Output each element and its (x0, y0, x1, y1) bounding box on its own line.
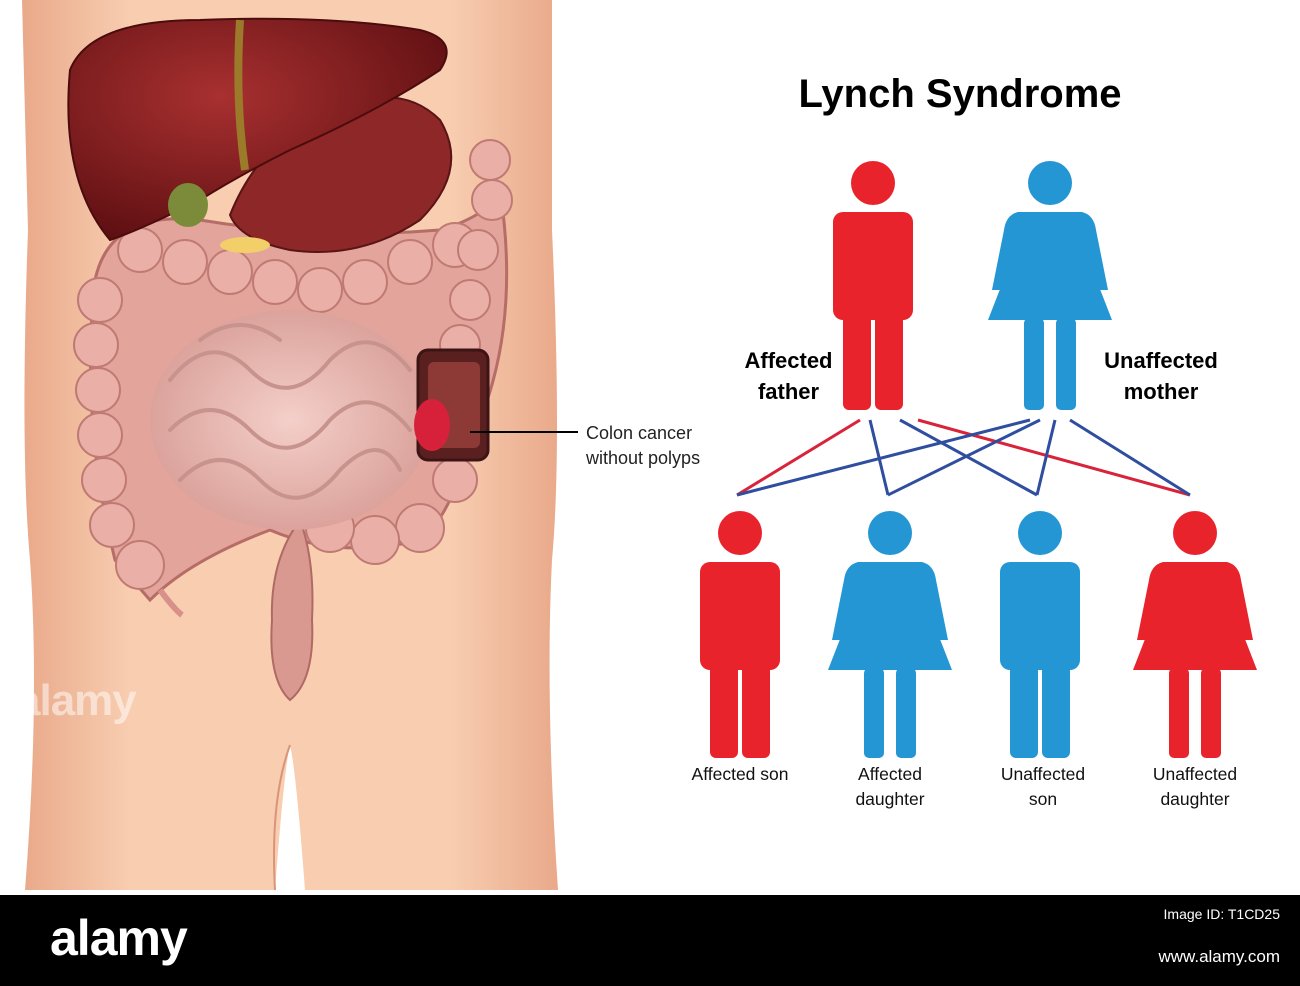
child-label-line1: Affected son (691, 764, 789, 784)
child-label-line1: Unaffected (1152, 764, 1238, 784)
callout-line1: Colon cancer (586, 423, 693, 443)
father-to-unaffected-daughter-line (917, 418, 1191, 497)
child-label-line2: daughter (1160, 789, 1230, 809)
callout-line2: without polyps (586, 448, 701, 468)
unaffected-mother-label: Unaffected mother (1080, 345, 1242, 407)
colon-cancer-callout: Colon cancer without polyps (586, 421, 700, 471)
mother-to-unaffected-daughter-line (1069, 418, 1191, 497)
ligament (234, 19, 249, 171)
diagram-title: Lynch Syndrome (798, 72, 1122, 116)
father-label-line2: father (757, 379, 820, 404)
affected-father-label: Affected father (716, 345, 861, 407)
unaffected-mother-figure (988, 161, 1112, 410)
child-label-line1: Affected (858, 764, 922, 784)
colon-cancer-cutaway (414, 348, 578, 462)
appendix (157, 588, 184, 618)
small-intestine (150, 310, 430, 530)
child-label-line2: daughter (855, 789, 925, 809)
mother-to-daughter-line (887, 418, 1041, 497)
affected-daughter-figure (828, 511, 952, 758)
tumor (414, 399, 450, 451)
father-to-son-line (736, 418, 861, 497)
mother-label-line2: mother (1123, 379, 1199, 404)
rectum (270, 517, 314, 702)
unaffected-daughter-label: Unaffected daughter (1120, 762, 1270, 812)
child-label-line2: son (1028, 789, 1058, 809)
affected-son-figure (700, 511, 780, 758)
liver (67, 17, 448, 242)
lynch-syndrome-illustration (22, 0, 1257, 891)
watermark: alamy (16, 676, 137, 725)
inheritance-lines (736, 418, 1191, 497)
gallbladder (168, 183, 208, 227)
footer-url[interactable]: www.alamy.com (1158, 947, 1280, 966)
mother-to-son-line (736, 418, 1031, 497)
image-id: Image ID: T1CD25 (1163, 906, 1280, 922)
affected-father-figure (833, 161, 913, 410)
mother-label-line1: Unaffected (1104, 348, 1218, 373)
pancreas (220, 237, 270, 253)
footer-logo[interactable]: alamy (50, 910, 188, 966)
affected-son-label: Affected son (665, 762, 815, 787)
mother-to-unaffected-son-line (1035, 419, 1057, 496)
father-label-line1: Affected (744, 348, 833, 373)
unaffected-son-label: Unaffected son (968, 762, 1118, 812)
child-label-line1: Unaffected (1000, 764, 1086, 784)
unaffected-daughter-figure (1133, 511, 1257, 758)
father-to-unaffected-son-line (899, 418, 1038, 497)
affected-daughter-label: Affected daughter (815, 762, 965, 812)
unaffected-son-figure (1000, 511, 1080, 758)
footer-bar: alamy Image ID: T1CD25 www.alamy.com (0, 895, 1300, 986)
